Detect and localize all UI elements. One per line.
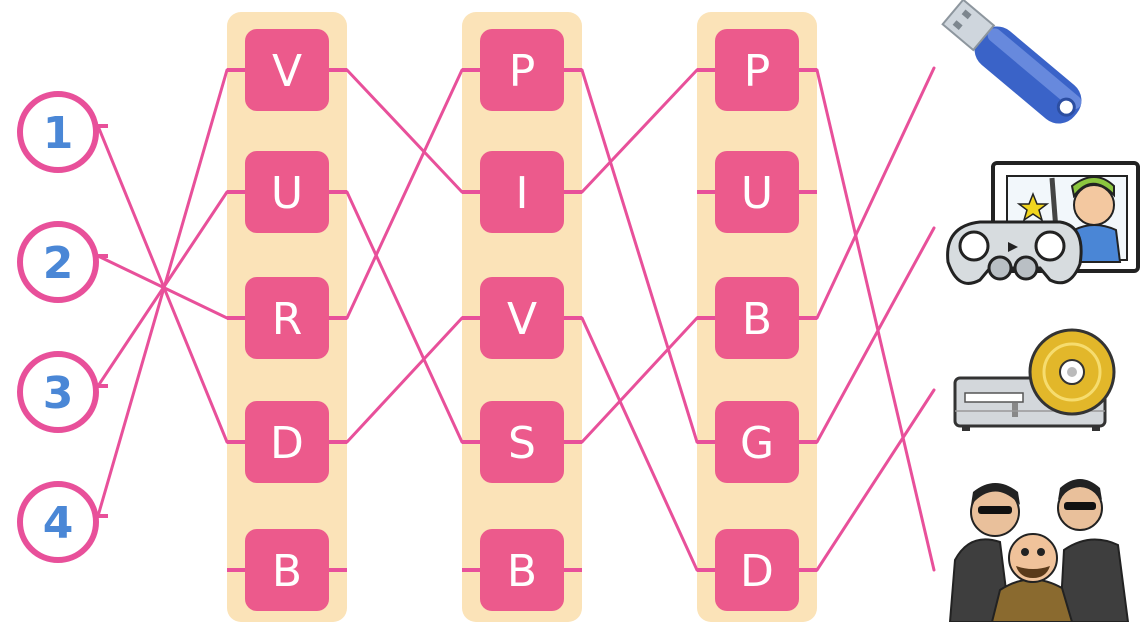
number-circle-1[interactable]: 1 — [20, 94, 108, 170]
connector-line — [582, 318, 697, 442]
letter-node-label: B — [742, 294, 772, 345]
letter-node-label: V — [272, 46, 302, 97]
letter-node-label: B — [272, 546, 302, 597]
connector-line — [817, 390, 934, 570]
letter-node[interactable]: D — [697, 529, 817, 611]
letter-node-label: R — [272, 294, 303, 345]
game-console-icon — [948, 163, 1138, 283]
letter-node-label: V — [507, 294, 537, 345]
letter-node[interactable]: P — [462, 29, 582, 111]
connector-line — [98, 126, 227, 442]
letter-node[interactable]: V — [227, 29, 347, 111]
connector-line — [817, 68, 934, 318]
number-label: 1 — [43, 108, 74, 159]
dvd-player-icon — [955, 330, 1114, 431]
letter-node-label: U — [741, 168, 773, 219]
number-label: 4 — [43, 498, 74, 549]
letter-node-label: G — [740, 418, 774, 469]
connector-line — [347, 70, 462, 318]
letter-node-label: D — [740, 546, 774, 597]
connector-line — [817, 70, 934, 570]
number-circle-4[interactable]: 4 — [20, 484, 108, 560]
letter-node-label: D — [270, 418, 304, 469]
letter-node[interactable]: G — [697, 401, 817, 483]
letter-node-label: P — [744, 46, 771, 97]
connector-line — [347, 318, 462, 442]
letter-node-label: U — [271, 168, 303, 219]
connector-line — [582, 70, 697, 442]
letter-node[interactable]: U — [227, 151, 347, 233]
number-label: 3 — [43, 368, 74, 419]
letter-node[interactable]: U — [697, 151, 817, 233]
number-circle-3[interactable]: 3 — [20, 354, 108, 430]
connector-line — [582, 318, 697, 570]
letter-node[interactable]: P — [697, 29, 817, 111]
letter-node-label: P — [509, 46, 536, 97]
usb-drive-icon — [939, 0, 1090, 132]
number-label: 2 — [43, 238, 74, 289]
letter-node[interactable]: I — [462, 151, 582, 233]
connector-line — [582, 70, 697, 192]
letter-node[interactable]: R — [227, 277, 347, 359]
bodyguards-icon — [950, 479, 1128, 622]
connector-line — [98, 70, 227, 516]
letter-node[interactable]: D — [227, 401, 347, 483]
connector-line — [817, 228, 934, 442]
letter-node[interactable]: V — [462, 277, 582, 359]
number-circle-2[interactable]: 2 — [20, 224, 108, 300]
letter-node[interactable]: S — [462, 401, 582, 483]
letter-node-label: I — [516, 168, 529, 219]
letter-node-label: B — [507, 546, 537, 597]
connector-line — [347, 70, 462, 192]
connector-line — [347, 192, 462, 442]
letter-node[interactable]: B — [462, 529, 582, 611]
letter-node-label: S — [508, 418, 536, 469]
letter-node[interactable]: B — [227, 529, 347, 611]
letter-node[interactable]: B — [697, 277, 817, 359]
